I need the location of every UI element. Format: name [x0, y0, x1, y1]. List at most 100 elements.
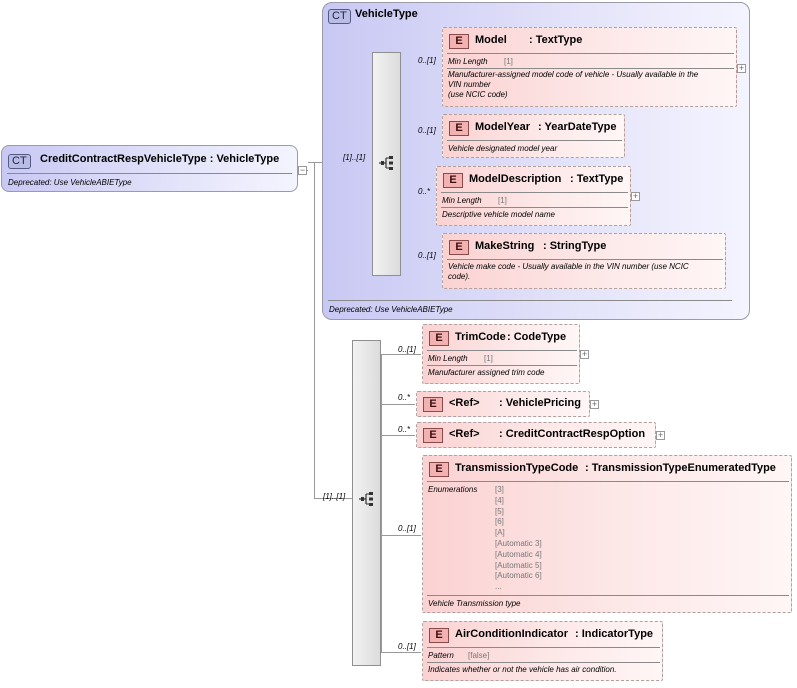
- complex-type-badge: CT: [8, 154, 31, 169]
- transmission-enumerations: [3] [4] [5] [6] [A] [Automatic 3] [Autom…: [495, 485, 542, 592]
- trimcode-separator-2: [427, 365, 577, 366]
- trimcode-facet-name: Min Length: [428, 354, 468, 363]
- option-expand-icon[interactable]: +: [656, 430, 665, 440]
- branch-trimcode: [381, 354, 421, 355]
- element-badge: E: [443, 173, 463, 188]
- model-name: Model: [475, 34, 507, 46]
- model-facet-name: Min Length: [448, 57, 488, 66]
- root-collapse-icon[interactable]: −: [298, 165, 307, 175]
- modeldescription-separator: [441, 192, 628, 193]
- connector-to-ext-seq: [314, 498, 352, 499]
- vehiclepricing-ref-label: <Ref>: [449, 397, 480, 409]
- model-facet-value: [1]: [504, 57, 513, 66]
- modeldescription-type: : TextType: [570, 173, 624, 185]
- transmission-facet-name: Enumerations: [428, 485, 478, 494]
- trimcode-doc: Manufacturer assigned trim code: [428, 368, 545, 377]
- makestring-separator: [447, 259, 723, 260]
- option-ref-label: <Ref>: [449, 428, 480, 440]
- vehicletype-footer: Deprecated: Use VehicleABIEType: [329, 305, 453, 314]
- vehiclepricing-expand-icon[interactable]: +: [590, 399, 599, 409]
- element-badge: E: [449, 34, 469, 49]
- element-option-ref[interactable]: E <Ref> : CreditContractRespOption: [416, 422, 656, 448]
- vehicletype-separator: [328, 300, 732, 301]
- trimcode-name: TrimCode: [455, 331, 506, 343]
- root-note: Deprecated: Use VehicleABIEType: [8, 178, 132, 187]
- model-separator: [447, 53, 734, 54]
- model-cardinality: 0..[1]: [418, 56, 436, 65]
- vehicletype-title: VehicleType: [355, 8, 418, 20]
- complex-type-badge: CT: [328, 9, 351, 24]
- element-badge: E: [423, 428, 443, 443]
- element-vehiclepricing-ref[interactable]: E <Ref> : VehiclePricing: [416, 391, 590, 417]
- sequence-icon: [379, 156, 393, 170]
- aircondition-cardinality: 0..[1]: [398, 642, 416, 651]
- model-expand-icon[interactable]: +: [737, 63, 746, 73]
- trimcode-separator: [427, 350, 577, 351]
- makestring-name: MakeString: [475, 240, 535, 252]
- branch-transmission: [381, 535, 421, 536]
- aircondition-separator-2: [427, 662, 660, 663]
- root-complex-type[interactable]: CT CreditContractRespVehicleType : Vehic…: [1, 145, 298, 192]
- transmission-cardinality: 0..[1]: [398, 524, 416, 533]
- model-type: : TextType: [529, 34, 583, 46]
- transmission-separator: [427, 481, 789, 482]
- trimcode-expand-icon[interactable]: +: [580, 349, 589, 359]
- element-badge: E: [449, 240, 469, 255]
- element-trimcode[interactable]: E TrimCode : CodeType Min Length [1] Man…: [422, 324, 580, 384]
- modeldescription-facet-value: [1]: [498, 196, 507, 205]
- branch-option: [381, 435, 415, 436]
- element-transmissiontypecode[interactable]: E TransmissionTypeCode : TransmissionTyp…: [422, 455, 792, 613]
- modeldescription-doc: Descriptive vehicle model name: [442, 210, 555, 219]
- ext-seq-cardinality: [1]..[1]: [323, 492, 346, 501]
- transmission-name: TransmissionTypeCode: [455, 462, 579, 474]
- ext-seq-branch-line: [381, 354, 382, 652]
- element-modeldescription[interactable]: E ModelDescription : TextType Min Length…: [436, 166, 631, 226]
- makestring-cardinality: 0..[1]: [418, 251, 436, 260]
- modelyear-doc: Vehicle designated model year: [448, 144, 558, 153]
- vehiclepricing-type: : VehiclePricing: [499, 397, 581, 409]
- modelyear-cardinality: 0..[1]: [418, 126, 436, 135]
- element-badge: E: [429, 462, 449, 477]
- makestring-type: : StringType: [543, 240, 607, 252]
- model-separator-2: [447, 68, 734, 69]
- element-badge: E: [449, 121, 469, 136]
- option-type: : CreditContractRespOption: [499, 428, 646, 440]
- element-badge: E: [429, 331, 449, 346]
- branch-vehiclepricing: [381, 404, 415, 405]
- modeldescription-cardinality: 0..*: [418, 187, 431, 196]
- root-title: CreditContractRespVehicleType : VehicleT…: [40, 153, 280, 165]
- base-sequence-compositor[interactable]: [372, 52, 401, 276]
- element-model[interactable]: E Model : TextType Min Length [1] Manufa…: [442, 27, 737, 107]
- element-badge: E: [423, 397, 443, 412]
- transmission-separator-2: [427, 595, 789, 596]
- option-cardinality: 0..*: [398, 425, 411, 434]
- connector-to-ct: [308, 162, 324, 163]
- transmission-type: : TransmissionTypeEnumeratedType: [585, 462, 776, 474]
- makestring-doc: Vehicle make code - Usually available in…: [448, 262, 689, 281]
- element-modelyear[interactable]: E ModelYear : YearDateType Vehicle desig…: [442, 114, 625, 158]
- element-makestring[interactable]: E MakeString : StringType Vehicle make c…: [442, 233, 726, 289]
- ext-sequence-compositor[interactable]: [352, 340, 381, 666]
- modelyear-name: ModelYear: [475, 121, 531, 133]
- modelyear-type: : YearDateType: [538, 121, 617, 133]
- modeldescription-expand-icon[interactable]: +: [631, 191, 640, 201]
- aircondition-type: : IndicatorType: [575, 628, 654, 640]
- model-doc: Manufacturer-assigned model code of vehi…: [448, 70, 699, 99]
- element-airconditionindicator[interactable]: E AirConditionIndicator : IndicatorType …: [422, 621, 663, 681]
- base-seq-cardinality: [1]..[1]: [343, 153, 366, 162]
- modeldescription-name: ModelDescription: [469, 173, 562, 185]
- trimcode-cardinality: 0..[1]: [398, 345, 416, 354]
- transmission-doc: Vehicle Transmission type: [428, 599, 521, 608]
- trunk-line: [314, 162, 315, 498]
- modeldescription-separator-2: [441, 207, 628, 208]
- element-badge: E: [429, 628, 449, 643]
- modeldescription-facet-name: Min Length: [442, 196, 482, 205]
- vehiclepricing-cardinality: 0..*: [398, 393, 411, 402]
- branch-aircondition: [381, 652, 421, 653]
- modelyear-separator: [447, 140, 622, 141]
- sequence-icon: [359, 492, 373, 506]
- aircondition-name: AirConditionIndicator: [455, 628, 569, 640]
- trimcode-facet-value: [1]: [484, 354, 493, 363]
- root-separator: [7, 173, 292, 174]
- aircondition-facet-value: [false]: [468, 651, 490, 660]
